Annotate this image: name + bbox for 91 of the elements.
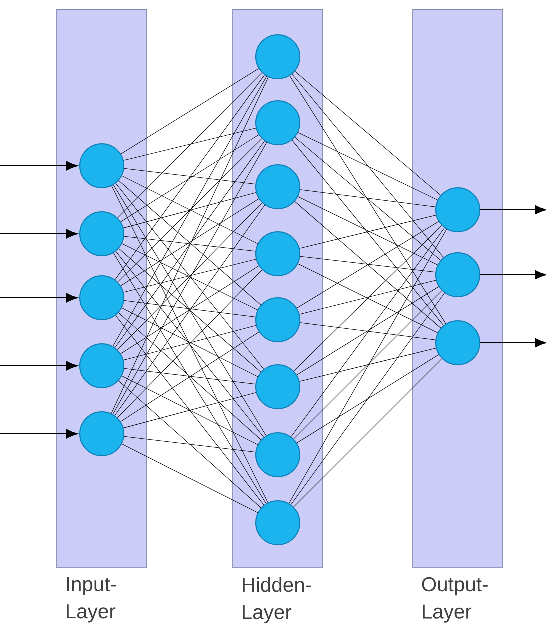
neuron-circle	[255, 432, 301, 478]
connection-line	[120, 134, 260, 222]
connection-line	[122, 376, 258, 446]
connection-line	[124, 325, 256, 361]
input-arrow	[0, 293, 78, 303]
connection-line	[294, 137, 442, 261]
neuron-circle	[79, 211, 125, 257]
connection-line	[114, 140, 266, 348]
connection-line	[290, 292, 446, 506]
connection-line	[118, 248, 262, 372]
connection-line	[122, 176, 258, 244]
neuron-circle	[435, 320, 481, 366]
neuron-circle	[255, 164, 301, 210]
connection-line	[113, 252, 267, 504]
layer-label: Hidden- Layer	[243, 577, 312, 624]
neuron-circle	[79, 275, 125, 321]
connection-line	[120, 68, 260, 154]
neuron-circle	[79, 143, 125, 189]
connection-line	[294, 201, 442, 328]
input-arrow	[0, 429, 78, 439]
connection-line	[124, 368, 256, 385]
layer-label: Input- Layer	[67, 577, 116, 623]
input-arrow	[0, 161, 78, 171]
connection-line	[124, 168, 256, 185]
connection-line	[124, 300, 256, 318]
connection-line	[300, 190, 436, 208]
neuron-circle	[79, 343, 125, 389]
connection-line	[294, 358, 442, 508]
connection-line	[294, 71, 442, 196]
connection-line	[300, 215, 436, 249]
connection-line	[122, 244, 258, 310]
connection-line	[292, 74, 444, 258]
output-arrow	[480, 270, 546, 280]
connection-line	[300, 348, 436, 382]
connection-line	[118, 138, 262, 282]
neuron-circle	[79, 411, 125, 457]
neuron-circle	[435, 187, 481, 233]
connection-line	[112, 186, 268, 504]
neuron-circle	[255, 231, 301, 277]
connection-line	[115, 74, 265, 280]
connection-line	[298, 132, 438, 200]
output-arrow	[480, 205, 546, 215]
connection-line	[122, 444, 258, 514]
connection-line	[113, 184, 267, 436]
connection-line	[118, 380, 262, 508]
neuron-circle	[255, 364, 301, 410]
connection-line	[124, 436, 256, 453]
connection-line	[117, 270, 263, 418]
neuron-circle	[255, 34, 301, 80]
input-arrow	[0, 361, 78, 371]
connection-line	[124, 236, 256, 252]
neuron-circle	[255, 100, 301, 146]
connection-line	[298, 264, 438, 334]
connection-line	[296, 354, 440, 444]
connection-line	[300, 280, 436, 315]
connection-line	[290, 76, 446, 324]
connection-line	[294, 226, 442, 372]
connection-line	[116, 251, 264, 438]
connection-line	[124, 192, 256, 228]
connection-line	[118, 72, 262, 218]
connection-line	[116, 183, 264, 370]
connection-line	[112, 76, 268, 347]
neuron-circle	[435, 252, 481, 298]
input-arrow	[0, 229, 78, 239]
connection-line	[122, 308, 258, 378]
connection-line	[124, 259, 256, 293]
layer-label: Output- Layer	[422, 577, 488, 623]
neuron-circle	[255, 500, 301, 546]
connection-line	[291, 228, 445, 438]
connection-line	[112, 142, 268, 415]
connection-line	[114, 205, 266, 416]
connection-line	[300, 322, 436, 340]
connection-line	[298, 196, 438, 266]
connection-line	[120, 332, 260, 422]
connection-line	[120, 266, 260, 354]
connection-line	[116, 315, 264, 506]
connection-line	[292, 140, 444, 326]
connection-line	[124, 392, 256, 428]
connection-line	[118, 180, 262, 306]
connection-line	[124, 128, 256, 161]
connection-line	[120, 198, 260, 286]
connection-line	[294, 290, 442, 440]
connection-line	[288, 229, 448, 504]
connection-line	[300, 256, 436, 273]
neuron-circle	[255, 297, 301, 343]
connection-line	[296, 221, 440, 309]
connection-line	[111, 77, 269, 414]
connection-line	[118, 312, 262, 440]
connection-line	[118, 202, 262, 350]
output-arrow	[480, 338, 546, 348]
connection-line	[296, 286, 440, 376]
